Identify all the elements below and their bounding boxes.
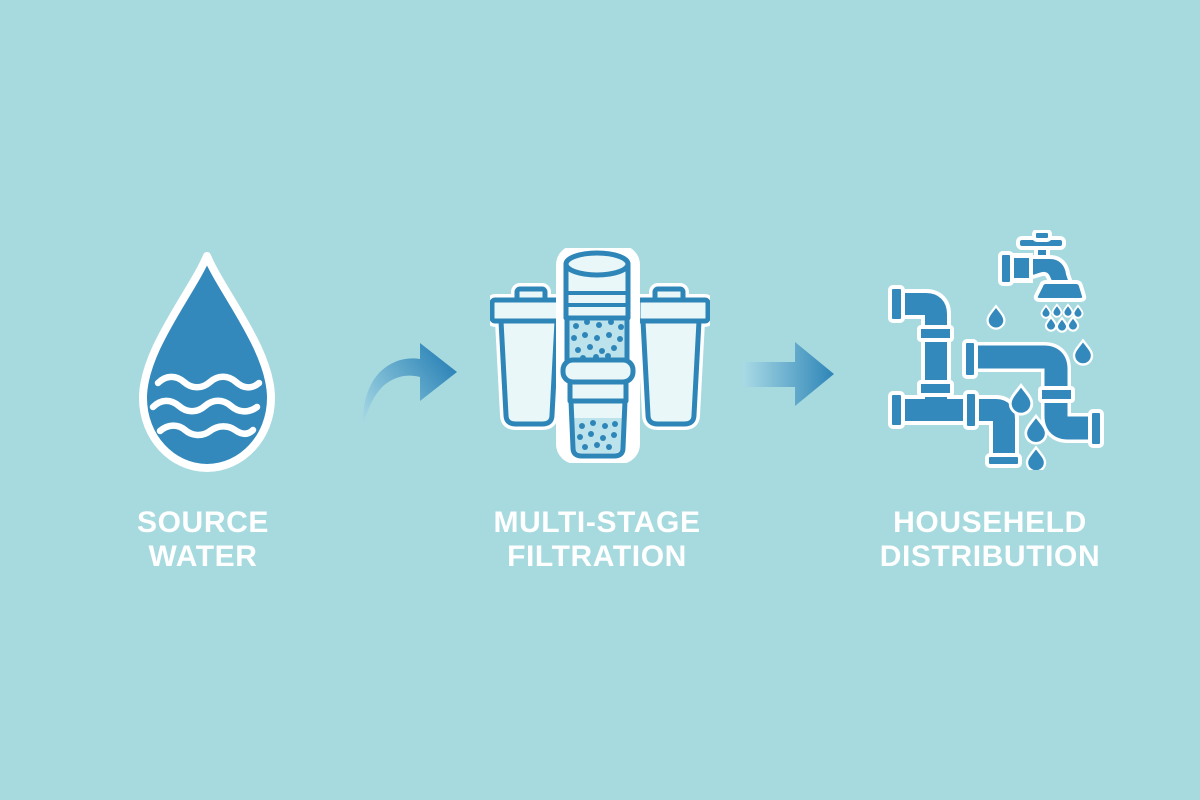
step-label-source-water: SOURCE WATER (83, 506, 323, 574)
pipes-faucet-icon (888, 230, 1104, 470)
step-label-multi-stage-filtration: MULTI-STAGE FILTRATION (447, 506, 747, 574)
label-line: MULTI-STAGE (493, 506, 701, 539)
flow-arrow-2-icon (743, 342, 834, 406)
label-line: DISTRIBUTION (879, 540, 1101, 573)
water-drop-icon (139, 252, 275, 472)
label-line: FILTRATION (507, 540, 687, 573)
filter-cartridges-icon (490, 248, 710, 463)
label-line: WATER (148, 540, 258, 573)
label-line: SOURCE (137, 506, 269, 539)
label-line: HOUSEHELD (893, 506, 1087, 539)
flow-arrow-1-icon (362, 343, 457, 425)
step-label-household-distribution: HOUSEHELD DISTRIBUTION (840, 506, 1140, 574)
